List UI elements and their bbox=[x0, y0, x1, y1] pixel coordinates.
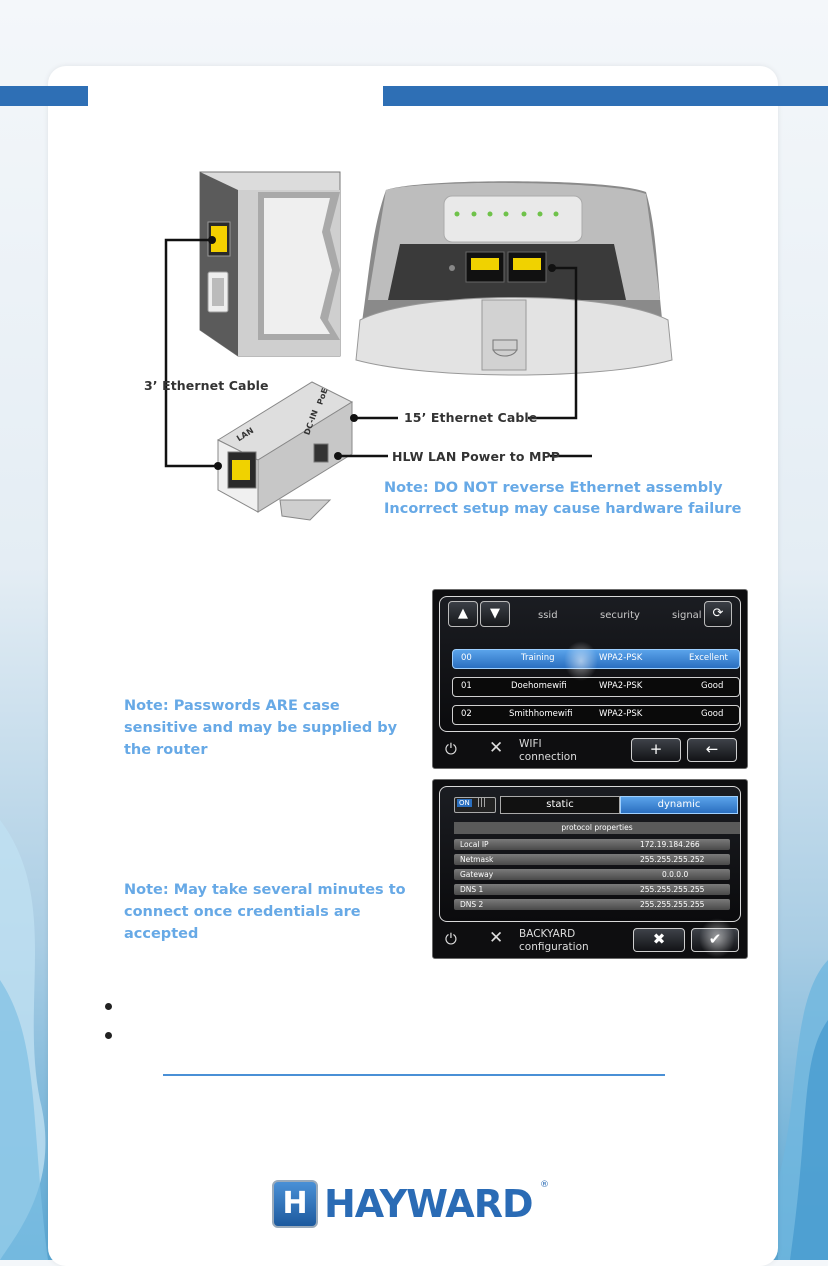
network-number: 00 bbox=[461, 653, 472, 663]
label-3ft-cable: 3’ Ethernet Cable bbox=[144, 378, 269, 393]
hardware-diagram bbox=[164, 171, 673, 521]
minutes-note-line1: Note: May take several minutes to bbox=[124, 882, 406, 898]
network-number: 01 bbox=[461, 681, 472, 691]
scroll-up-button[interactable]: ▲ bbox=[448, 601, 478, 627]
property-name: DNS 2 bbox=[460, 900, 484, 909]
tab-dynamic[interactable]: dynamic bbox=[620, 796, 738, 814]
on-toggle[interactable]: ON ||| bbox=[454, 797, 496, 813]
network-security: WPA2-PSK bbox=[599, 653, 643, 663]
bullet-1 bbox=[105, 1003, 112, 1010]
network-signal: Excellent bbox=[689, 653, 728, 663]
property-value: 255.255.255.255 bbox=[640, 885, 705, 894]
add-button[interactable]: + bbox=[631, 738, 681, 762]
plus-icon: + bbox=[649, 740, 663, 758]
toggle-grip-icon: ||| bbox=[477, 798, 487, 808]
fingerprint-icon bbox=[564, 641, 598, 681]
network-ssid: Training bbox=[521, 653, 555, 663]
network-security: WPA2-PSK bbox=[599, 681, 643, 691]
fingerprint-icon bbox=[699, 918, 735, 958]
property-name: Netmask bbox=[460, 855, 494, 864]
network-number: 02 bbox=[461, 709, 472, 719]
network-ssid: Doehomewifi bbox=[511, 681, 567, 691]
protocol-properties-title: protocol properties bbox=[454, 822, 740, 834]
wifi-footer-line2: connection bbox=[519, 751, 577, 763]
close-icon: ✖ bbox=[652, 930, 666, 948]
header-bar-left bbox=[0, 86, 88, 106]
ssid-header: ssid bbox=[538, 610, 558, 621]
property-name: DNS 1 bbox=[460, 885, 484, 894]
tab-static[interactable]: static bbox=[500, 796, 620, 814]
property-row: DNS 1 255.255.255.255 bbox=[454, 884, 730, 895]
signal-header: signal bbox=[672, 610, 702, 621]
backyard-screen-panel: ON ||| static dynamic protocol propertie… bbox=[439, 786, 741, 922]
tools-icon: ✕ bbox=[489, 928, 504, 948]
hardware-note-line1: Note: DO NOT reverse Ethernet assembly bbox=[384, 480, 723, 496]
logo-mark: H bbox=[272, 1180, 318, 1228]
property-row: Local IP 172.19.184.266 bbox=[454, 839, 730, 850]
password-note-line1: Note: Passwords ARE case bbox=[124, 698, 340, 714]
bullet-2 bbox=[105, 1032, 112, 1039]
network-signal: Good bbox=[701, 709, 724, 719]
minutes-note-line2: connect once credentials are bbox=[124, 904, 361, 920]
label-power: HLW LAN Power to MPP bbox=[392, 449, 561, 464]
network-security: WPA2-PSK bbox=[599, 709, 643, 719]
property-name: Gateway bbox=[460, 870, 494, 879]
logo-wordmark: HAYWARD bbox=[324, 1182, 534, 1226]
backyard-screen: ON ||| static dynamic protocol propertie… bbox=[432, 779, 748, 959]
property-value: 255.255.255.252 bbox=[640, 855, 705, 864]
toggle-label: ON bbox=[457, 799, 472, 807]
power-icon[interactable]: ⏻ bbox=[445, 930, 457, 948]
property-row: Gateway 0.0.0.0 bbox=[454, 869, 730, 880]
network-ssid: Smithhomewifi bbox=[509, 709, 573, 719]
property-row: Netmask 255.255.255.252 bbox=[454, 854, 730, 865]
network-signal: Good bbox=[701, 681, 724, 691]
arrow-left-icon: ← bbox=[705, 740, 719, 758]
tools-icon: ✕ bbox=[489, 738, 504, 758]
password-note-line3: the router bbox=[124, 742, 208, 758]
wifi-screen-panel: ▲ ▼ ssid security signal ⟳ 00 Training W… bbox=[439, 596, 741, 732]
property-value: 0.0.0.0 bbox=[662, 870, 689, 879]
property-value: 255.255.255.255 bbox=[640, 900, 705, 909]
scroll-down-button[interactable]: ▼ bbox=[480, 601, 510, 627]
wifi-footer-line1: WIFI bbox=[519, 738, 542, 750]
hayward-logo: H HAYWARD ® bbox=[272, 1180, 549, 1228]
minutes-note-line3: accepted bbox=[124, 926, 199, 942]
backyard-footer-line2: configuration bbox=[519, 941, 589, 953]
network-row[interactable]: 01 Doehomewifi WPA2-PSK Good bbox=[452, 677, 740, 697]
header-bar-right bbox=[383, 86, 828, 106]
network-row[interactable]: 02 Smithhomewifi WPA2-PSK Good bbox=[452, 705, 740, 725]
cancel-button[interactable]: ✖ bbox=[633, 928, 685, 952]
label-15ft-cable: 15’ Ethernet Cable bbox=[404, 410, 538, 425]
security-header: security bbox=[600, 610, 640, 621]
refresh-button[interactable]: ⟳ bbox=[704, 601, 732, 627]
wifi-screen: ▲ ▼ ssid security signal ⟳ 00 Training W… bbox=[432, 589, 748, 769]
back-button[interactable]: ← bbox=[687, 738, 737, 762]
divider-line bbox=[163, 1074, 665, 1076]
property-row: DNS 2 255.255.255.255 bbox=[454, 899, 730, 910]
registered-mark: ® bbox=[540, 1180, 549, 1190]
property-name: Local IP bbox=[460, 840, 489, 849]
refresh-icon: ⟳ bbox=[712, 606, 724, 621]
power-icon[interactable]: ⏻ bbox=[445, 740, 457, 758]
property-value: 172.19.184.266 bbox=[640, 840, 700, 849]
hardware-note-line2: Incorrect setup may cause hardware failu… bbox=[384, 501, 742, 517]
password-note-line2: sensitive and may be supplied by bbox=[124, 720, 398, 736]
backyard-footer-line1: BACKYARD bbox=[519, 928, 576, 940]
